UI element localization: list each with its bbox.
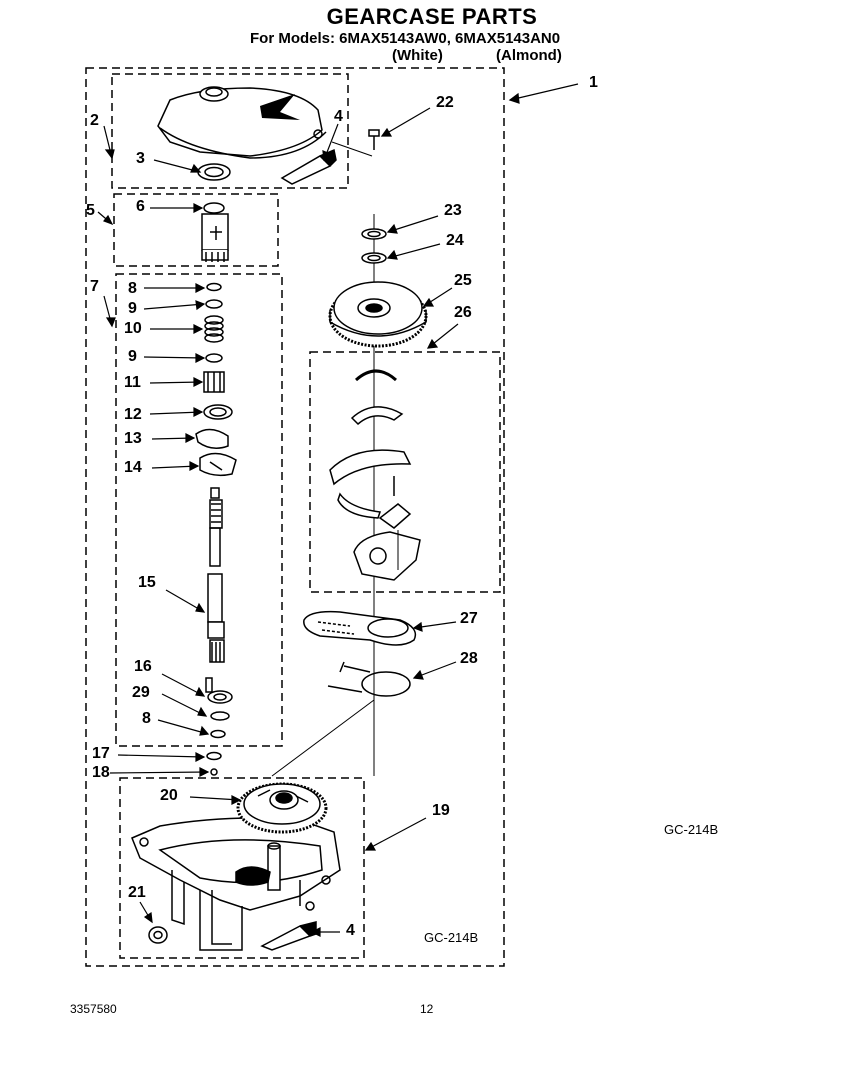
callout-11: 11 xyxy=(124,374,141,391)
base-group-outline xyxy=(119,777,365,959)
callout-26: 26 xyxy=(454,304,472,321)
document-number: 3357580 xyxy=(70,1002,117,1016)
thrust-washer-upper xyxy=(361,228,387,240)
callout-7: 7 xyxy=(90,278,99,295)
shift-lever xyxy=(303,610,417,646)
callout-10: 10 xyxy=(124,320,142,337)
gearcase-base xyxy=(131,817,341,951)
callout-25: 25 xyxy=(454,272,472,289)
callout-3: 3 xyxy=(136,150,145,167)
callout-24: 24 xyxy=(446,232,464,249)
cover-screw xyxy=(368,129,380,150)
callout-29: 29 xyxy=(132,684,150,701)
illustration-code-inside: GC-214B xyxy=(424,930,479,945)
cover-group-outline xyxy=(111,73,349,189)
callout-18: 18 xyxy=(92,764,110,781)
callout-9-lower: 9 xyxy=(128,348,137,365)
finish-almond-label: (Almond) xyxy=(496,47,562,64)
callout-27: 27 xyxy=(460,610,478,627)
shift-spring xyxy=(327,661,411,697)
agitate-shaft xyxy=(205,487,225,693)
callout-19: 19 xyxy=(432,802,450,819)
clutch-assembly xyxy=(329,369,421,581)
callout-17: 17 xyxy=(92,745,110,762)
thrust-washer-lower xyxy=(361,252,387,264)
finish-white-label: (White) xyxy=(392,47,443,64)
callout-8-upper: 8 xyxy=(128,280,137,297)
callout-5: 5 xyxy=(86,202,95,219)
callout-22: 22 xyxy=(436,94,454,111)
callout-15: 15 xyxy=(138,574,156,591)
clutch-group-outline xyxy=(309,351,501,593)
gearcase-cover xyxy=(157,86,327,159)
shaft-group-outline xyxy=(115,273,283,747)
cover-seal xyxy=(197,163,231,181)
pinion-gear xyxy=(201,202,229,262)
callout-9-upper: 9 xyxy=(128,300,137,317)
callout-4-top: 4 xyxy=(334,108,343,125)
page-number: 12 xyxy=(420,1002,434,1016)
illustration-code-outside: GC-214B xyxy=(664,822,719,837)
center-gear xyxy=(236,782,328,834)
callout-14: 14 xyxy=(124,459,142,476)
callout-4-bottom: 4 xyxy=(346,922,355,939)
pinion-group-outline xyxy=(113,193,279,267)
callout-13: 13 xyxy=(124,430,142,447)
lower-shaft-parts xyxy=(206,690,233,776)
sealant-tube-bottom xyxy=(260,921,317,951)
base-nut xyxy=(148,926,168,944)
callout-23: 23 xyxy=(444,202,462,219)
models-line: For Models: 6MAX5143AW0, 6MAX5143AN0 xyxy=(250,30,561,47)
callout-1: 1 xyxy=(589,74,598,91)
shaft-small-parts xyxy=(195,282,237,477)
leader-lines xyxy=(97,83,579,937)
page-title: GEARCASE PARTS xyxy=(326,4,538,29)
callout-28: 28 xyxy=(460,650,478,667)
drive-gear xyxy=(328,281,428,348)
callout-16: 16 xyxy=(134,658,152,675)
callout-6: 6 xyxy=(136,198,145,215)
callout-12: 12 xyxy=(124,406,142,423)
callout-8-lower: 8 xyxy=(142,710,151,727)
callout-21: 21 xyxy=(128,884,146,901)
assembly-outline xyxy=(85,67,505,967)
callout-20: 20 xyxy=(160,787,178,804)
spring xyxy=(204,315,224,343)
callout-2: 2 xyxy=(90,112,99,129)
